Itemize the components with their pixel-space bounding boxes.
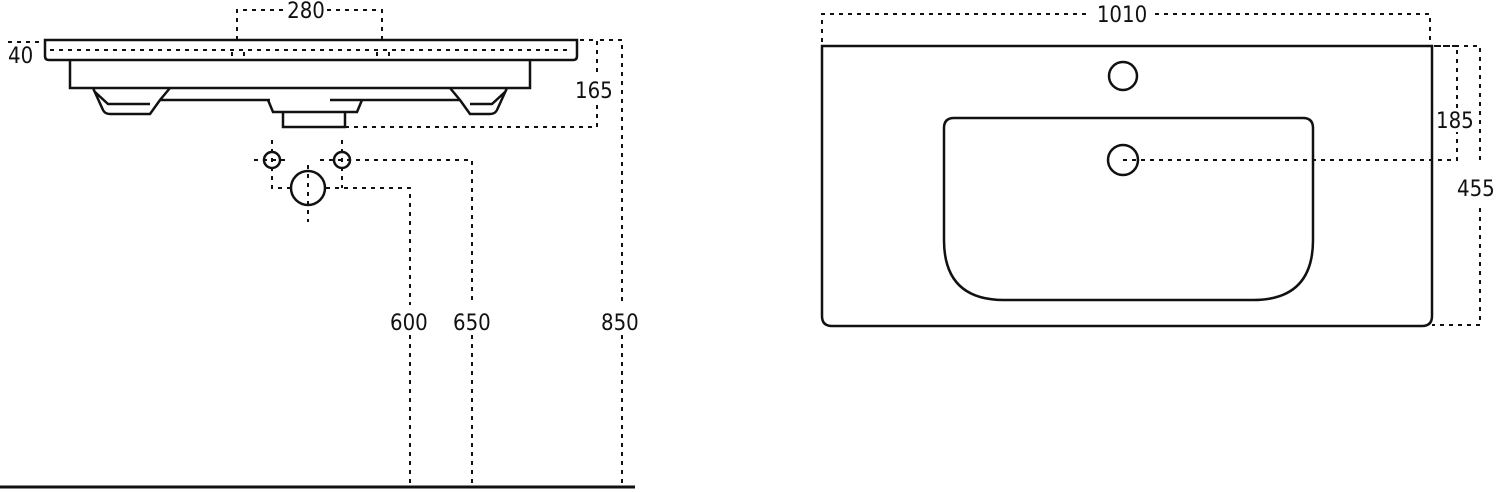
valve-centerlines (254, 140, 473, 483)
rim-height-line (600, 39, 623, 483)
side-view: 280 40 165 600 650 850 (0, 0, 639, 489)
right-support (449, 87, 509, 116)
drain-offset-line (1123, 45, 1458, 161)
basin-body (68, 60, 532, 90)
basin-depth-line (345, 39, 598, 128)
dim-rim-height: 850 (601, 311, 639, 336)
right-support-inner (470, 91, 506, 106)
dim-basin-depth: 165 (575, 79, 613, 104)
dim-rim-thickness: 40 (8, 44, 33, 69)
top-view: 1010 185 455 (820, 3, 1495, 328)
tap-spacing-line (236, 9, 383, 40)
dim-depth: 455 (1457, 177, 1495, 202)
width-line (821, 13, 1431, 42)
tap-hole (1107, 60, 1139, 92)
countertop-outline (820, 44, 1434, 328)
dim-drain-height: 600 (390, 311, 428, 336)
left-support-inner (94, 91, 150, 106)
left-support (91, 87, 171, 116)
dim-supply-height: 650 (453, 311, 491, 336)
drain-hole (1106, 143, 1140, 177)
basin-rim (43, 38, 579, 62)
dim-width: 1010 (1097, 3, 1147, 28)
waste-outlet (266, 99, 364, 129)
depth-line (1432, 45, 1481, 326)
tap-hole-marks (231, 48, 390, 56)
dim-tap-spacing: 280 (287, 0, 325, 24)
bowl-outline (942, 116, 1315, 302)
dim-drain-offset: 185 (1436, 109, 1474, 134)
